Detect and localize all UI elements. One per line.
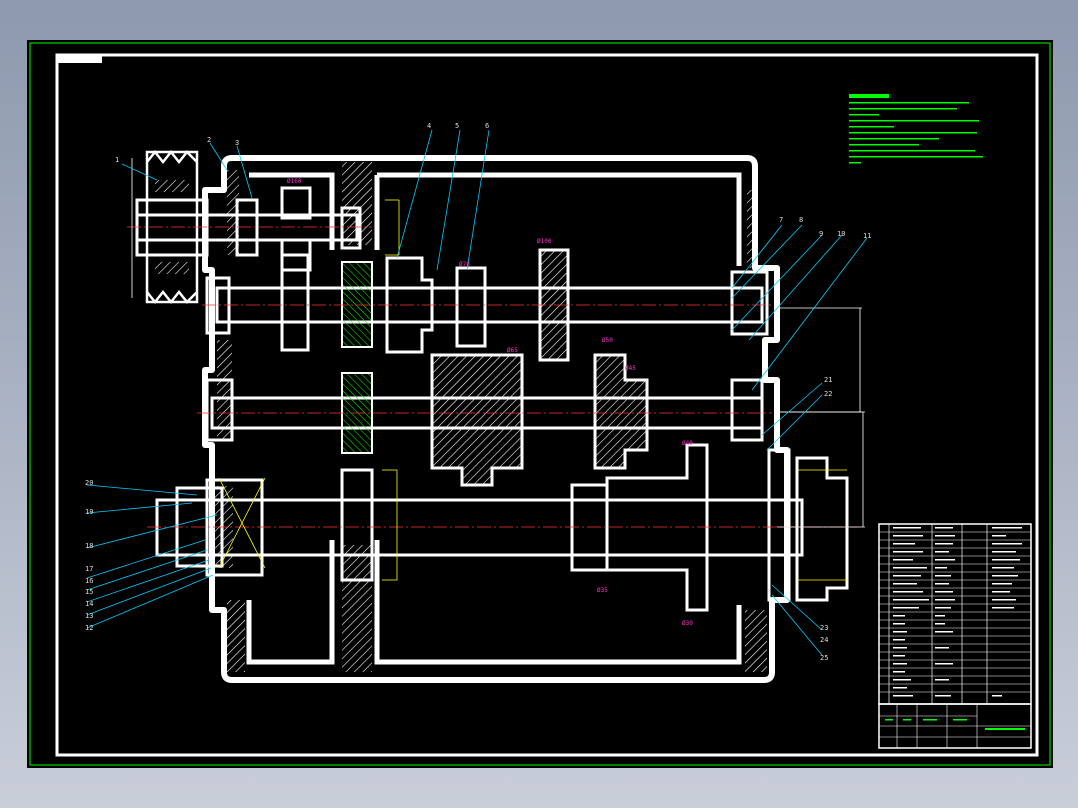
callout-10: 10 <box>837 230 845 238</box>
callout-8: 8 <box>799 216 803 224</box>
callout-17: 17 <box>85 565 93 573</box>
callout-4: 4 <box>427 122 431 130</box>
dim-label-4: Ø50 <box>602 337 613 344</box>
frame-corner-tab <box>57 55 102 63</box>
callout-20: 20 <box>85 479 93 487</box>
gearbox-drawing: 1 2 3 4 5 6 7 8 9 10 11 12 13 14 15 16 1… <box>29 42 1051 766</box>
dim-label-7: Ø35 <box>597 587 608 594</box>
dimension-markers: Ø160 Ø100 Ø70 Ø65 Ø50 Ø45 Ø40 Ø35 Ø30 <box>287 178 693 627</box>
callout-21: 21 <box>824 376 832 384</box>
dim-label-6: Ø40 <box>682 440 693 447</box>
parts-list <box>878 523 1032 705</box>
callout-6: 6 <box>485 122 489 130</box>
spline-couplings <box>341 261 373 454</box>
input-shaft <box>137 186 362 272</box>
callout-19: 19 <box>85 508 93 516</box>
callout-15: 15 <box>85 588 93 596</box>
dim-label-1: Ø100 <box>537 238 552 245</box>
callout-9: 9 <box>819 230 823 238</box>
callout-24: 24 <box>820 636 828 644</box>
callout-2: 2 <box>207 136 211 144</box>
output-shaft <box>155 443 849 612</box>
yellow-guides <box>218 199 847 581</box>
inner-frame <box>55 53 1039 757</box>
callout-5: 5 <box>455 122 459 130</box>
callout-7: 7 <box>779 216 783 224</box>
title-block <box>878 703 1032 749</box>
callout-3: 3 <box>235 139 239 147</box>
dim-label-2: Ø70 <box>459 261 470 268</box>
leader-lines <box>86 129 868 656</box>
callout-22: 22 <box>824 390 832 398</box>
centerlines <box>127 226 857 528</box>
housing <box>202 155 790 683</box>
callout-numbers: 1 2 3 4 5 6 7 8 9 10 11 12 13 14 15 16 1… <box>85 122 871 662</box>
v-belt-pulley <box>135 149 209 305</box>
shaft-2 <box>205 248 769 362</box>
callout-14: 14 <box>85 600 93 608</box>
dim-label-8: Ø30 <box>682 620 693 627</box>
callout-11: 11 <box>863 232 871 240</box>
callout-12: 12 <box>85 624 93 632</box>
shaft-3 <box>205 353 764 487</box>
callout-16: 16 <box>85 577 93 585</box>
outer-frame <box>29 42 1051 766</box>
output-bearing <box>205 448 791 602</box>
callout-23: 23 <box>820 624 828 632</box>
dimension-lines <box>131 158 865 528</box>
callout-13: 13 <box>85 612 93 620</box>
callout-18: 18 <box>85 542 93 550</box>
technical-notes <box>849 94 983 164</box>
dim-label-3: Ø65 <box>507 347 518 354</box>
housing-hatch <box>217 162 767 672</box>
callout-1: 1 <box>115 156 119 164</box>
callout-25: 25 <box>820 654 828 662</box>
dim-label-5: Ø45 <box>625 365 636 372</box>
dim-label-0: Ø160 <box>287 178 302 185</box>
drawing-sheet: 1 2 3 4 5 6 7 8 9 10 11 12 13 14 15 16 1… <box>27 40 1053 768</box>
